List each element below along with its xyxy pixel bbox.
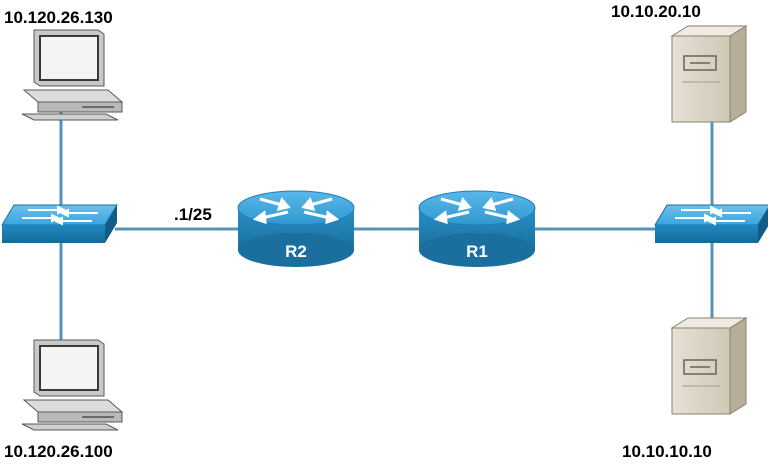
router-r1-label: R1 xyxy=(466,242,488,261)
links xyxy=(59,110,714,345)
pc-bottom-ip-label: 10.120.26.100 xyxy=(4,442,113,461)
switch-right-icon xyxy=(654,204,768,243)
server-bottom-icon xyxy=(670,317,748,415)
router-r1-icon: R1 xyxy=(418,190,536,267)
router-r2-icon: R2 xyxy=(237,190,355,267)
pc-top-ip-label: 10.120.26.130 xyxy=(4,8,113,27)
server-bottom-ip-label: 10.10.10.10 xyxy=(622,442,712,461)
r2-interface-label: .1/25 xyxy=(174,205,212,224)
server-top-icon xyxy=(670,25,748,123)
pc-top-icon xyxy=(21,29,124,121)
switch-left-icon xyxy=(1,204,118,243)
server-top-ip-label: 10.10.20.10 xyxy=(611,2,701,21)
router-r2-label: R2 xyxy=(285,242,307,261)
pc-bottom-icon xyxy=(21,339,124,431)
